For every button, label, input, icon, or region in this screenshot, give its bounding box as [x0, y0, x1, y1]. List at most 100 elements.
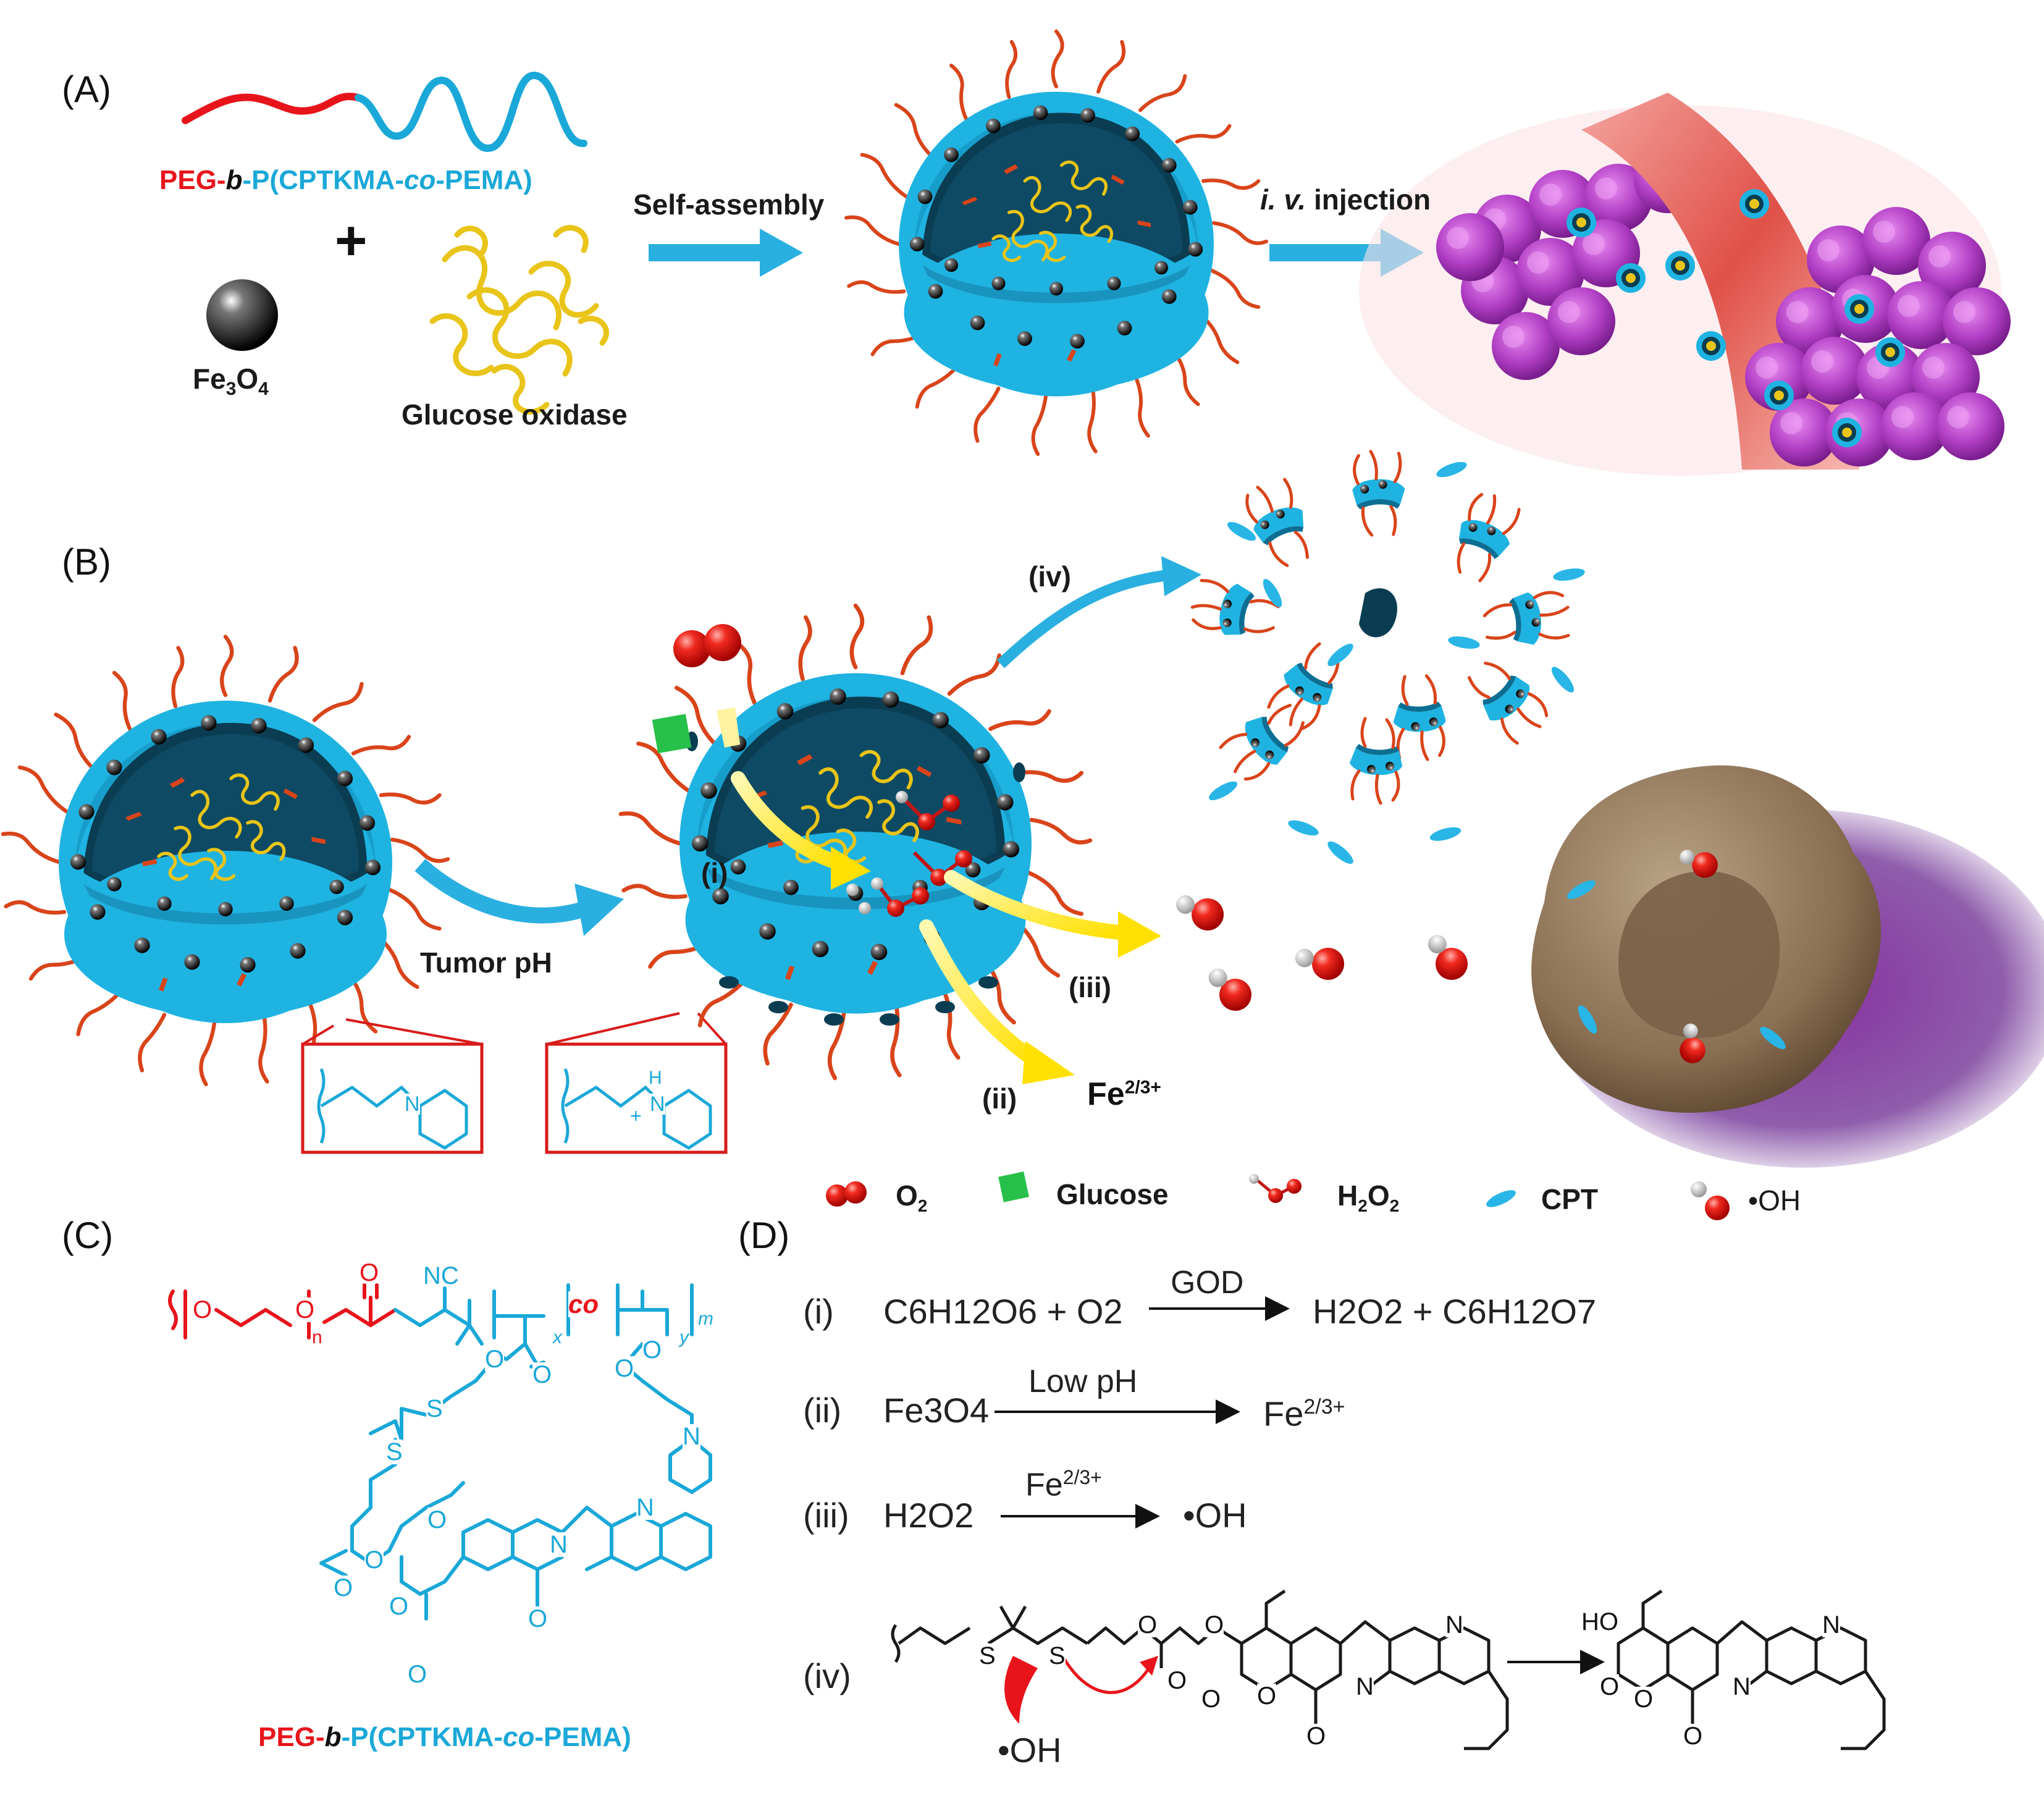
panel-label-b: (B) — [62, 541, 111, 583]
eq4-n2: N — [1445, 1611, 1463, 1639]
o2-incoming — [673, 624, 741, 667]
eq4-o3: O — [1205, 1611, 1224, 1639]
eq2-left: Fe3O4 — [883, 1391, 990, 1430]
eq4-s1: S — [979, 1642, 996, 1669]
eq2-label: (ii) — [803, 1391, 842, 1430]
c-atom-o11: O — [408, 1661, 427, 1688]
eq2-catalyst: Low pH — [1028, 1364, 1138, 1399]
c-atom-n3: N — [636, 1494, 654, 1521]
c-atom-o13: O — [528, 1605, 548, 1632]
c-atom-n2: N — [550, 1531, 568, 1558]
disassembled-fragments — [1188, 449, 1573, 803]
c-atom-o7: O — [642, 1336, 662, 1364]
glucose-oxidase-enzyme — [429, 225, 609, 415]
fe-ion-label: Fe2/3+ — [1087, 1076, 1161, 1112]
c-atom-nc: NC — [423, 1262, 459, 1289]
eq4-o2: O — [1167, 1667, 1187, 1694]
arrow-step-ii — [919, 919, 1045, 1070]
panel-d-arrows — [995, 1296, 1605, 1674]
iv-injection-label: i. v. injection — [1260, 184, 1431, 216]
polymer-name: PEG-b-P(CPTKMA-co-PEMA) — [159, 165, 532, 195]
c-atom-o8: O — [364, 1546, 384, 1574]
arrow-step-iv — [996, 569, 1174, 669]
peg-chain — [182, 93, 362, 124]
eq4-label: (iv) — [803, 1656, 851, 1695]
eq1-left: C6H12O6 + O2 — [883, 1292, 1123, 1331]
micelle-neutral — [3, 637, 448, 1085]
eq1-label: (i) — [803, 1292, 834, 1331]
c-sub-y: y — [679, 1327, 689, 1348]
legend-h2o2: H2O2 — [1337, 1179, 1400, 1216]
eq3-label: (iii) — [803, 1496, 849, 1535]
c-atom-o9: O — [427, 1506, 447, 1533]
self-assembly-arrow — [649, 229, 803, 277]
eq1-catalyst: GOD — [1171, 1265, 1244, 1301]
legend-cpt: CPT — [1541, 1183, 1598, 1215]
piperidinium-box-protonated — [545, 1012, 728, 1154]
eq4-ho: HO — [1581, 1608, 1618, 1635]
legend-glucose: Glucose — [1056, 1178, 1169, 1210]
tumor-tissue-scene — [1359, 93, 2011, 476]
eq3-left: H2O2 — [883, 1496, 974, 1535]
c-atom-o5: O — [532, 1361, 552, 1388]
struct1-n: N — [405, 1092, 420, 1116]
panel-b-artwork — [3, 449, 2044, 1168]
eq1-right: H2O2 + C6H12O7 — [1313, 1292, 1597, 1331]
eq4-o5: O — [1257, 1682, 1277, 1710]
micelle-swollen — [621, 605, 1090, 1078]
fe3o4-nanoparticle — [206, 279, 278, 351]
oh-attack-curve — [1061, 1655, 1151, 1694]
c-atom-s1: S — [426, 1395, 443, 1422]
panel-label-d: (D) — [738, 1215, 790, 1256]
step-i-label: (i) — [701, 857, 728, 889]
c-atom-o10: O — [334, 1574, 353, 1601]
tumor-ph-label: Tumor pH — [420, 947, 552, 979]
eq4-o7: O — [1600, 1673, 1620, 1700]
c-atom-o4: O — [485, 1346, 505, 1373]
eq2-right: Fe2/3+ — [1263, 1394, 1345, 1433]
panel-d-structures — [891, 1589, 1886, 1750]
oh-attack-wedge — [1004, 1656, 1038, 1724]
eq4-oh: •OH — [998, 1731, 1062, 1770]
legend-icons — [826, 1171, 1730, 1220]
polymer-caption: PEG-b-P(CPTKMA-co-PEMA) — [258, 1722, 631, 1752]
eq3-right: •OH — [1183, 1496, 1247, 1535]
plus-sign: + — [335, 210, 368, 272]
eq4-o4: O — [1201, 1685, 1221, 1713]
arrow-step-i — [731, 771, 854, 872]
struct2-plus: + — [630, 1105, 642, 1127]
tumor-cell — [1531, 765, 2044, 1168]
struct2-n: N — [650, 1092, 665, 1116]
piperidine-box-neutral — [301, 1018, 484, 1154]
eq4-s2: S — [1049, 1642, 1066, 1669]
eq4-o1: O — [1138, 1611, 1158, 1639]
legend-o2: O2 — [896, 1179, 928, 1216]
glucose-incoming — [652, 714, 692, 754]
panel-c-structure — [168, 1283, 712, 1621]
c-sub-x: x — [553, 1327, 562, 1348]
panel-a-artwork — [182, 32, 2011, 476]
self-assembly-label: Self-assembly — [633, 188, 825, 221]
c-co: co — [568, 1289, 599, 1318]
c-atom-o3: O — [360, 1259, 379, 1286]
polymer-chain — [355, 72, 587, 153]
c-atom-n1: N — [683, 1423, 700, 1450]
tumor-ph-arrow — [414, 859, 590, 924]
fe3o4-label: Fe3O4 — [193, 363, 269, 400]
legend-oh: •OH — [1748, 1184, 1801, 1217]
c-atom-o12: O — [389, 1593, 409, 1620]
glucose-oxidase-label: Glucose oxidase — [402, 399, 628, 431]
eq4-n4: N — [1822, 1611, 1840, 1639]
hydroxyl-radicals — [1176, 895, 1476, 1016]
c-atom-o1: O — [193, 1296, 212, 1323]
h2o2-inside — [846, 791, 972, 917]
c-atom-o2: O — [295, 1296, 315, 1323]
assembled-micelle — [846, 32, 1266, 454]
step-iv-label: (iv) — [1028, 560, 1071, 593]
eq4-o9: O — [1683, 1723, 1703, 1750]
eq4-n1: N — [1356, 1673, 1374, 1700]
c-atom-s2: S — [386, 1438, 403, 1466]
struct2-h: H — [649, 1068, 662, 1088]
